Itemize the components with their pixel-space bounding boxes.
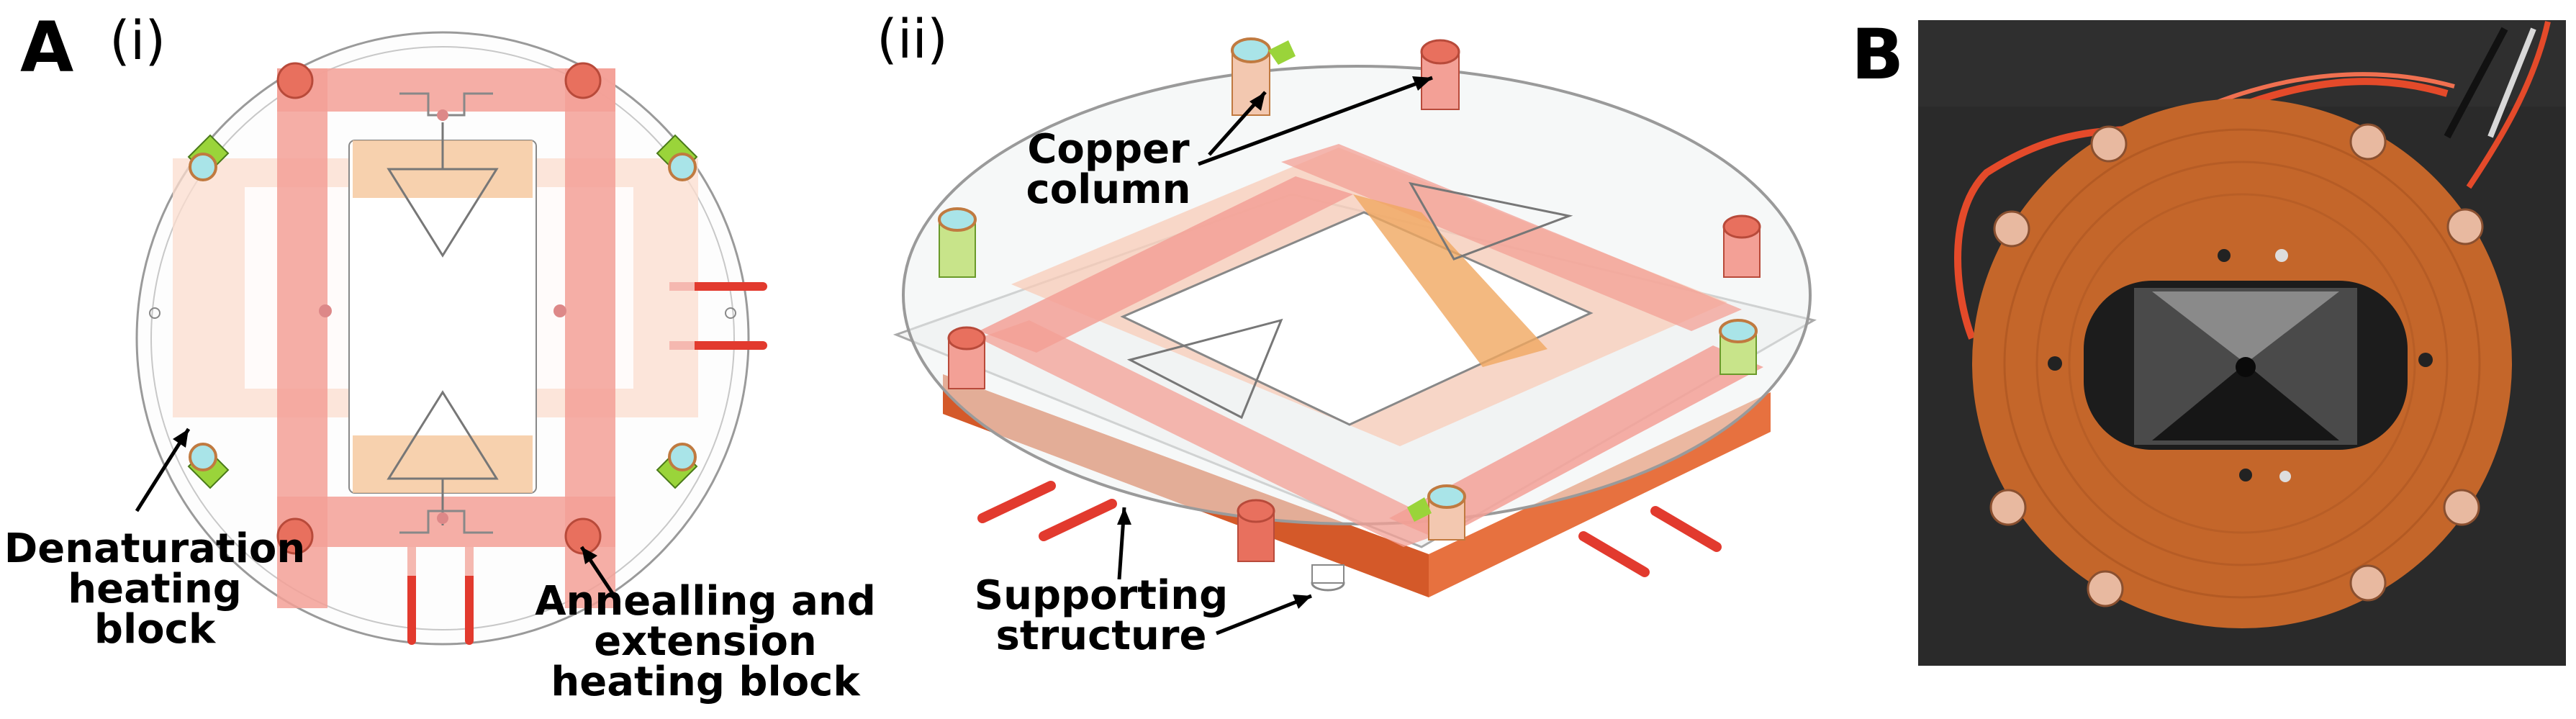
panel-label-a-ii: (ii) (877, 9, 948, 71)
callout-line: Supporting (974, 572, 1229, 619)
callout-line: column (1026, 166, 1191, 213)
panel-label-a-i: (i) (109, 10, 166, 72)
cyan-cap (668, 153, 697, 181)
panel-label-a: A (20, 7, 74, 88)
cyan-cap (189, 443, 217, 471)
callout-line: heating block (551, 659, 860, 705)
cyan-cap (668, 443, 697, 471)
panel-label-b: B (1851, 14, 1904, 95)
callout-annealing: Annealling and extension heating block (533, 582, 878, 702)
copper-column (276, 62, 314, 99)
photo-copper-columns (1989, 123, 2484, 607)
callout-line: structure (995, 612, 1207, 659)
chip-window-3d (1120, 211, 1594, 426)
red-pipe (1650, 506, 1722, 552)
callout-line: Denaturation (4, 525, 306, 572)
callout-line: Copper (1027, 126, 1190, 173)
callout-line: extension (594, 618, 817, 665)
callout-denaturation: Denaturation heating block (4, 529, 306, 650)
red-pipe (1039, 499, 1117, 541)
cyan-cap (189, 153, 217, 181)
copper-column (564, 62, 602, 99)
heating-bar-3d (979, 176, 1353, 353)
red-pipe (977, 481, 1056, 523)
heating-block-top (277, 68, 615, 112)
callout-line: heating block (68, 566, 242, 653)
callout-copper-column: Copper column (1008, 130, 1209, 210)
copper-column (276, 517, 314, 555)
red-pipe (1578, 531, 1650, 577)
callout-supporting-structure: Supporting structure (972, 576, 1231, 656)
callout-line: Annealling and (535, 578, 876, 625)
copper-columns-3d (938, 37, 1761, 562)
